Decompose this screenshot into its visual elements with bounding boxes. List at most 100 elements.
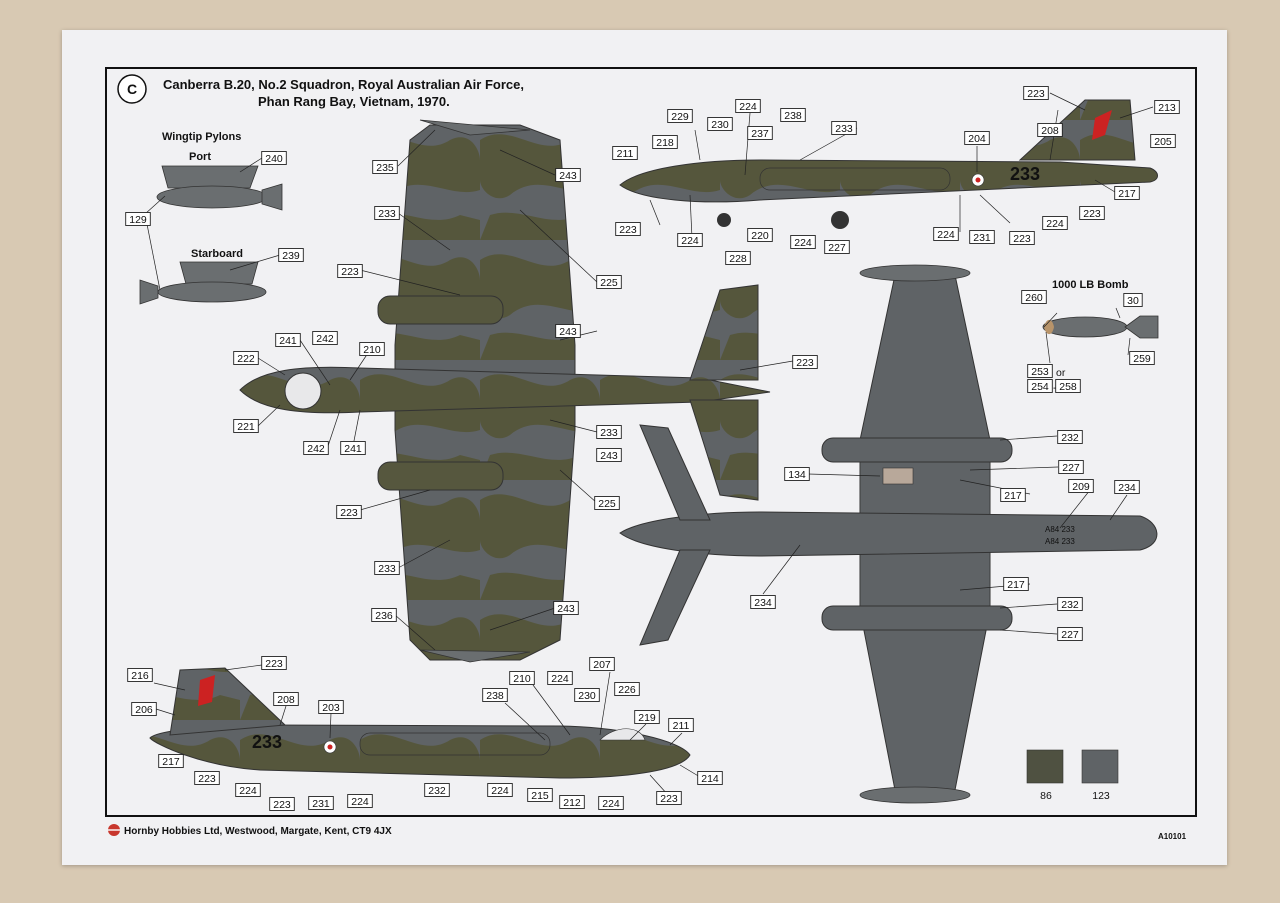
callout-243: 243 (553, 601, 579, 615)
callout-number: 231 (312, 798, 330, 810)
callout-number: 238 (486, 690, 504, 702)
scheme-title-line1: Canberra B.20, No.2 Squadron, Royal Aust… (163, 77, 524, 92)
callout-number: 223 (660, 793, 678, 805)
callout-number: 210 (363, 344, 381, 356)
callout-number: 204 (968, 133, 986, 145)
callout-number: 223 (1013, 233, 1031, 245)
fuselage-serial-starboard: 233 (1010, 164, 1040, 184)
colour-swatches: 86 123 (1026, 749, 1119, 802)
callout-229: 229 (667, 109, 693, 123)
callout-233: 233 (374, 206, 400, 220)
bomb-drawing (1042, 315, 1159, 339)
callout-number: 243 (557, 603, 575, 615)
callout-242: 242 (303, 441, 329, 455)
callout-232: 232 (1057, 597, 1083, 611)
callout-number: 211 (617, 148, 634, 160)
callout-224: 224 (735, 99, 761, 113)
callout-number: 241 (344, 443, 362, 455)
callout-number: 219 (638, 712, 656, 724)
callout-224: 224 (487, 783, 513, 797)
callout-number: 243 (600, 450, 618, 462)
callout-134: 134 (784, 467, 810, 481)
svg-text:A84 233: A84 233 (1045, 537, 1075, 546)
callout-223: 223 (656, 791, 682, 805)
callout-234: 234 (750, 595, 776, 609)
callout-number: 233 (835, 123, 853, 135)
callout-223: 223 (337, 264, 363, 278)
callout-number: 223 (619, 224, 637, 236)
callout-number: 230 (711, 119, 729, 131)
footer-company: Hornby Hobbies Ltd, Westwood, Margate, K… (124, 826, 392, 837)
callout-224: 224 (790, 235, 816, 249)
callout-number: 227 (828, 242, 846, 254)
callout-number: 207 (593, 659, 611, 671)
section-badge: C (117, 74, 147, 104)
callout-226: 226 (614, 682, 640, 696)
callout-225: 225 (596, 275, 622, 289)
port-pylon-drawing (156, 165, 283, 211)
callout-220: 220 (747, 228, 773, 242)
callout-number: 213 (1158, 102, 1176, 114)
callout-228: 228 (725, 251, 751, 265)
callout-213: 213 (1154, 100, 1180, 114)
callout-225: 225 (594, 496, 620, 510)
callout-number: 211 (673, 720, 690, 732)
callout-254: 254 (1027, 379, 1053, 393)
callout-223: 223 (615, 222, 641, 236)
callout-231: 231 (969, 230, 995, 244)
callout-223: 223 (336, 505, 362, 519)
callout-223: 223 (194, 771, 220, 785)
callout-number: 214 (701, 773, 719, 785)
callout-253: 253 (1027, 364, 1053, 378)
callout-224: 224 (235, 783, 261, 797)
callout-number: 212 (563, 797, 581, 809)
callout-number: 222 (237, 353, 255, 365)
callout-223: 223 (1023, 86, 1049, 100)
callout-209: 209 (1068, 479, 1094, 493)
callout-number: 224 (551, 673, 569, 685)
scheme-title-line2: Phan Rang Bay, Vietnam, 1970. (258, 94, 450, 109)
callout-number: 223 (341, 266, 359, 278)
callout-number: 225 (600, 277, 618, 289)
callout-number: 234 (754, 597, 772, 609)
callout-231: 231 (308, 796, 334, 810)
callout-238: 238 (780, 108, 806, 122)
callout-235: 235 (372, 160, 398, 174)
callout-212: 212 (559, 795, 585, 809)
callout-number: 224 (491, 785, 509, 797)
callout-223: 223 (792, 355, 818, 369)
callout-243: 243 (555, 168, 581, 182)
callout-number: 233 (378, 563, 396, 575)
callout-260: 260 (1021, 290, 1047, 304)
callout-number: 223 (265, 658, 283, 670)
callout-number: 224 (739, 101, 757, 113)
callout-224: 224 (598, 796, 624, 810)
callout-number: 216 (131, 670, 149, 682)
callout-number: 260 (1025, 292, 1043, 304)
callout-242: 242 (312, 331, 338, 345)
callout-number: 218 (656, 137, 674, 149)
callout-number: 223 (198, 773, 216, 785)
callout-number: 129 (129, 214, 147, 226)
callout-number: 253 (1031, 366, 1049, 378)
callout-number: 227 (1062, 462, 1080, 474)
callout-number: 254 (1031, 381, 1049, 393)
callout-230: 230 (574, 688, 600, 702)
callout-number: 240 (265, 153, 283, 165)
callout-number: 206 (135, 704, 153, 716)
callout-241: 241 (340, 441, 366, 455)
callout-30: 30 (1123, 293, 1143, 307)
callout-number: 239 (282, 250, 300, 262)
swatch-86-code: 86 (1040, 790, 1052, 802)
callout-233: 233 (596, 425, 622, 439)
callout-number: 233 (378, 208, 396, 220)
callout-224: 224 (547, 671, 573, 685)
callout-211: 211 (668, 718, 694, 732)
callout-210: 210 (359, 342, 385, 356)
callout-number: 217 (1004, 490, 1022, 502)
callout-number: 225 (598, 498, 616, 510)
callout-211: 211 (612, 146, 638, 160)
port-side-view: 233 (149, 667, 691, 779)
callout-236: 236 (371, 608, 397, 622)
callout-234: 234 (1114, 480, 1140, 494)
